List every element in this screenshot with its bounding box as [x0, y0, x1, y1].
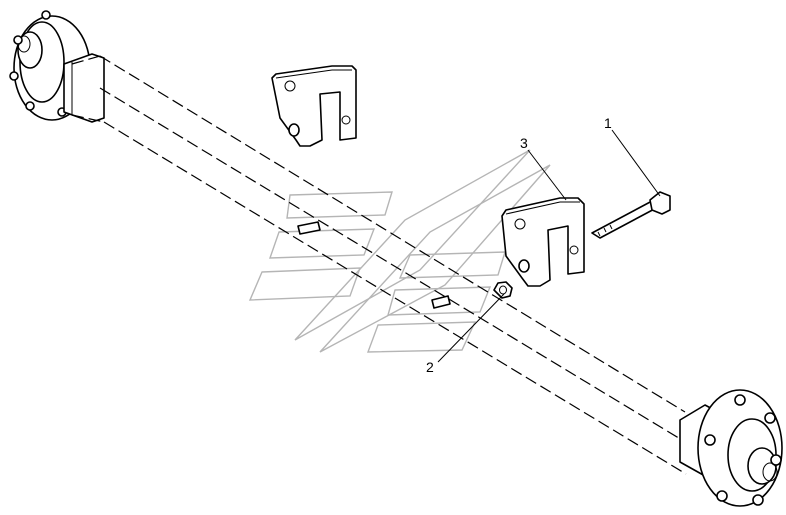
leader-line-3: [527, 149, 567, 201]
bolt: [591, 191, 671, 239]
leader-line-2: [437, 293, 505, 363]
callout-2: 2: [426, 359, 434, 375]
leader-line-1: [611, 129, 661, 197]
leader-lines: [437, 129, 661, 363]
left-wheel-hub: [9, 10, 105, 123]
callout-3: 3: [520, 135, 528, 151]
right-wheel-hub: [679, 389, 783, 507]
axle-tube: [71, 55, 687, 475]
mounting-bracket: [501, 197, 585, 287]
callout-1: 1: [604, 115, 612, 131]
watermark-logo: [248, 149, 551, 353]
upper-mounting-bracket: [271, 65, 357, 147]
nut: [493, 281, 513, 299]
